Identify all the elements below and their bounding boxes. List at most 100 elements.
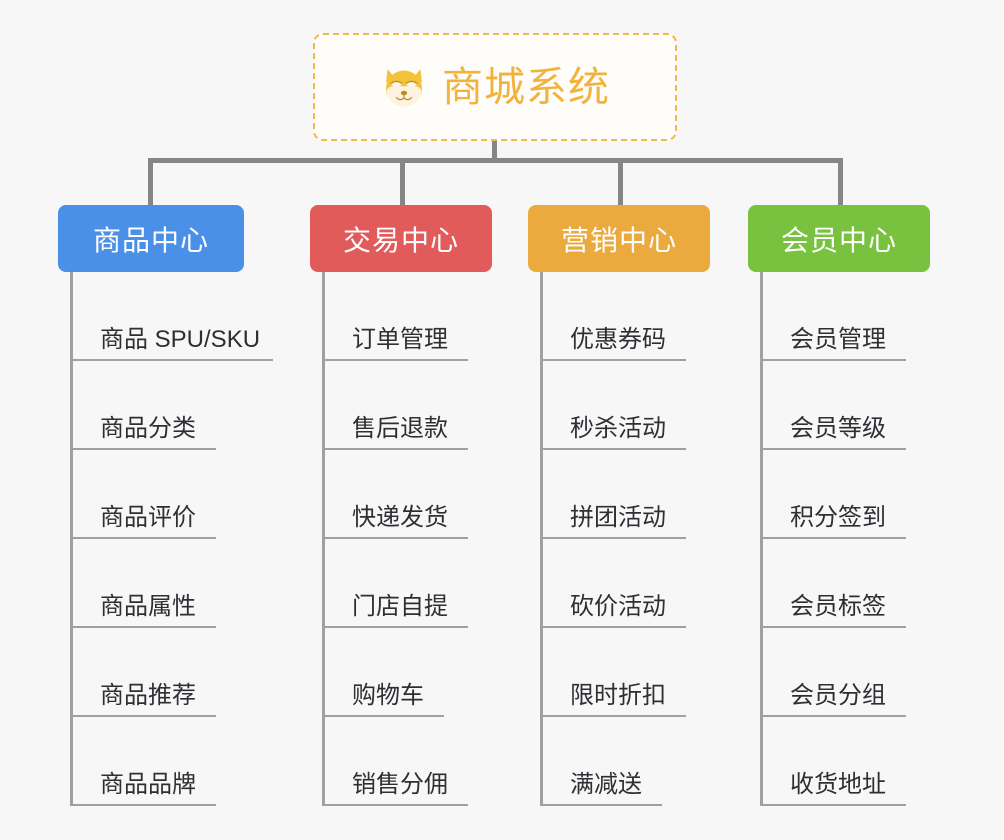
branch-header-2[interactable]: 交易中心	[310, 205, 492, 272]
leaf-item-rule	[322, 448, 468, 450]
leaf-item[interactable]: 满减送	[540, 717, 710, 806]
connector-drop-4	[838, 158, 843, 208]
leaf-item-rule	[70, 359, 273, 361]
leaf-item-label: 订单管理	[352, 325, 448, 353]
branch-column-1: 商品中心商品 SPU/SKU 商品分类商品评价商品属性商品推荐商品品牌	[58, 205, 273, 806]
leaf-item-label: 会员分组	[790, 681, 886, 709]
branch-column-2: 交易中心订单管理售后退款快递发货门店自提购物车销售分佣	[310, 205, 492, 806]
leaf-item-rule	[760, 537, 906, 539]
connector-drop-1	[148, 158, 153, 208]
root-title: 商城系统	[442, 63, 610, 110]
branch-items-2: 订单管理售后退款快递发货门店自提购物车销售分佣	[322, 272, 492, 806]
branch-column-4: 会员中心会员管理会员等级积分签到会员标签会员分组收货地址	[748, 205, 930, 806]
leaf-item-rule	[540, 537, 686, 539]
leaf-item-rule	[70, 626, 216, 628]
leaf-item[interactable]: 商品品牌	[70, 717, 244, 806]
leaf-item[interactable]: 订单管理	[322, 272, 492, 361]
leaf-item[interactable]: 商品评价	[70, 450, 244, 539]
connector-horizontal-bus	[148, 158, 842, 163]
leaf-item-rule	[322, 537, 468, 539]
leaf-item-label: 快递发货	[352, 503, 448, 531]
branch-spine	[70, 272, 73, 806]
leaf-item[interactable]: 商品分类	[70, 361, 244, 450]
leaf-item-label: 优惠券码	[570, 325, 666, 353]
leaf-item[interactable]: 秒杀活动	[540, 361, 710, 450]
leaf-item[interactable]: 门店自提	[322, 539, 492, 628]
leaf-item-rule	[70, 537, 216, 539]
shiba-dog-face-icon	[386, 69, 422, 107]
connector-drop-3	[618, 158, 623, 208]
leaf-item-label: 会员标签	[790, 592, 886, 620]
leaf-item-rule	[322, 715, 444, 717]
root-node[interactable]: 商城系统	[313, 33, 677, 141]
leaf-item-rule	[760, 448, 906, 450]
branch-items-4: 会员管理会员等级积分签到会员标签会员分组收货地址	[760, 272, 930, 806]
branch-items-1: 商品 SPU/SKU 商品分类商品评价商品属性商品推荐商品品牌	[70, 272, 273, 806]
leaf-item-rule	[540, 715, 686, 717]
leaf-item-label: 商品品牌	[100, 770, 196, 798]
leaf-item[interactable]: 砍价活动	[540, 539, 710, 628]
leaf-item-label: 商品属性	[100, 592, 196, 620]
leaf-item-label: 商品分类	[100, 414, 196, 442]
leaf-item-rule	[70, 715, 216, 717]
leaf-item[interactable]: 售后退款	[322, 361, 492, 450]
leaf-item-label: 砍价活动	[570, 592, 666, 620]
leaf-item-rule	[70, 804, 216, 806]
leaf-item[interactable]: 会员标签	[760, 539, 930, 628]
leaf-item-label: 售后退款	[352, 414, 448, 442]
leaf-item[interactable]: 拼团活动	[540, 450, 710, 539]
leaf-item[interactable]: 商品属性	[70, 539, 244, 628]
leaf-item-label: 秒杀活动	[570, 414, 666, 442]
branch-header-4[interactable]: 会员中心	[748, 205, 930, 272]
leaf-item[interactable]: 会员管理	[760, 272, 930, 361]
leaf-item-rule	[540, 626, 686, 628]
branch-header-label: 会员中心	[780, 224, 897, 256]
leaf-item[interactable]: 销售分佣	[322, 717, 492, 806]
leaf-item-label: 拼团活动	[570, 503, 666, 531]
connector-root-stem	[492, 141, 497, 163]
branch-column-3: 营销中心优惠券码秒杀活动拼团活动砍价活动限时折扣满减送	[528, 205, 710, 806]
branch-spine	[322, 272, 325, 806]
branch-header-label: 交易中心	[342, 224, 459, 256]
branch-header-label: 商品中心	[92, 224, 209, 256]
leaf-item-rule	[322, 626, 468, 628]
leaf-item-rule	[540, 448, 686, 450]
leaf-item[interactable]: 限时折扣	[540, 628, 710, 717]
leaf-item-label: 购物车	[352, 681, 424, 709]
leaf-item[interactable]: 优惠券码	[540, 272, 710, 361]
leaf-item-label: 限时折扣	[570, 681, 666, 709]
branch-spine	[540, 272, 543, 806]
leaf-item-label: 商品评价	[100, 503, 196, 531]
leaf-item-label: 商品推荐	[100, 681, 196, 709]
leaf-item-label: 门店自提	[352, 592, 448, 620]
branch-header-1[interactable]: 商品中心	[58, 205, 244, 272]
leaf-item-label: 销售分佣	[352, 770, 448, 798]
leaf-item[interactable]: 快递发货	[322, 450, 492, 539]
leaf-item[interactable]: 收货地址	[760, 717, 930, 806]
branch-items-3: 优惠券码秒杀活动拼团活动砍价活动限时折扣满减送	[540, 272, 710, 806]
leaf-item-rule	[760, 626, 906, 628]
leaf-item-label: 会员等级	[790, 414, 886, 442]
leaf-item[interactable]: 商品推荐	[70, 628, 244, 717]
leaf-item-label: 会员管理	[790, 325, 886, 353]
leaf-item-label: 收货地址	[790, 770, 886, 798]
leaf-item-rule	[540, 804, 662, 806]
leaf-item-rule	[760, 804, 906, 806]
leaf-item[interactable]: 积分签到	[760, 450, 930, 539]
leaf-item[interactable]: 会员分组	[760, 628, 930, 717]
leaf-item-label: 积分签到	[790, 503, 886, 531]
leaf-item-label: 商品 SPU/SKU	[100, 325, 261, 353]
branch-header-3[interactable]: 营销中心	[528, 205, 710, 272]
leaf-item-rule	[540, 359, 686, 361]
leaf-item[interactable]: 商品 SPU/SKU	[70, 272, 273, 361]
leaf-item-rule	[760, 715, 906, 717]
connector-drop-2	[400, 158, 405, 208]
leaf-item-rule	[322, 359, 468, 361]
branch-header-label: 营销中心	[560, 224, 677, 256]
leaf-item[interactable]: 会员等级	[760, 361, 930, 450]
leaf-item[interactable]: 购物车	[322, 628, 492, 717]
leaf-item-rule	[760, 359, 906, 361]
leaf-item-label: 满减送	[570, 770, 642, 798]
leaf-item-rule	[70, 448, 216, 450]
